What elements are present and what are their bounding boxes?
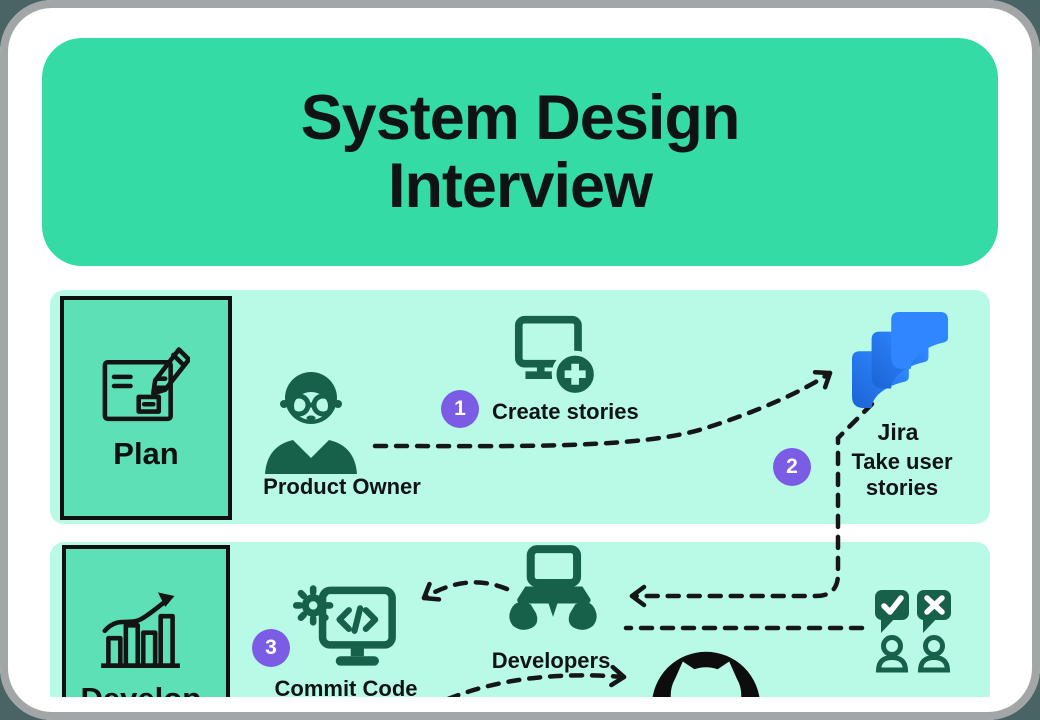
growth-chart-icon (101, 592, 180, 668)
jira-logo-icon (852, 312, 949, 409)
github-octocat-icon (652, 651, 760, 697)
develop-stage-label: Develop- (81, 681, 212, 697)
commit-code-icon (292, 585, 396, 666)
develop-stage-box: Develop- (62, 545, 230, 697)
developers-laptop-icon (509, 545, 597, 630)
step-1-badge: 1 (441, 390, 479, 428)
jira-label: Jira (877, 419, 919, 445)
step-3-badge: 3 (252, 629, 290, 667)
title-banner: System Design Interview (42, 38, 998, 266)
approve-reviewer-icon (875, 590, 909, 673)
step-2-badge: 2 (773, 448, 811, 486)
developers-label: Developers (491, 648, 611, 673)
create-stories-label: Create stories (492, 399, 639, 424)
reject-reviewer-icon (917, 590, 951, 673)
product-owner-icon (265, 372, 357, 474)
step-2-number: 2 (786, 455, 798, 478)
monitor-add-icon (514, 315, 599, 398)
step-1-number: 1 (454, 397, 466, 420)
page-title: System Design Interview (300, 82, 741, 221)
plan-stage-label: Plan (113, 436, 179, 471)
commit-code-label: Commit Code (274, 676, 418, 701)
plan-stage-box: Plan (60, 296, 232, 520)
step-3-number: 3 (265, 636, 277, 659)
take-user-stories-label: Take user stories (851, 449, 953, 500)
product-owner-label: Product Owner (263, 474, 421, 499)
blueprint-pencil-icon (102, 347, 190, 422)
